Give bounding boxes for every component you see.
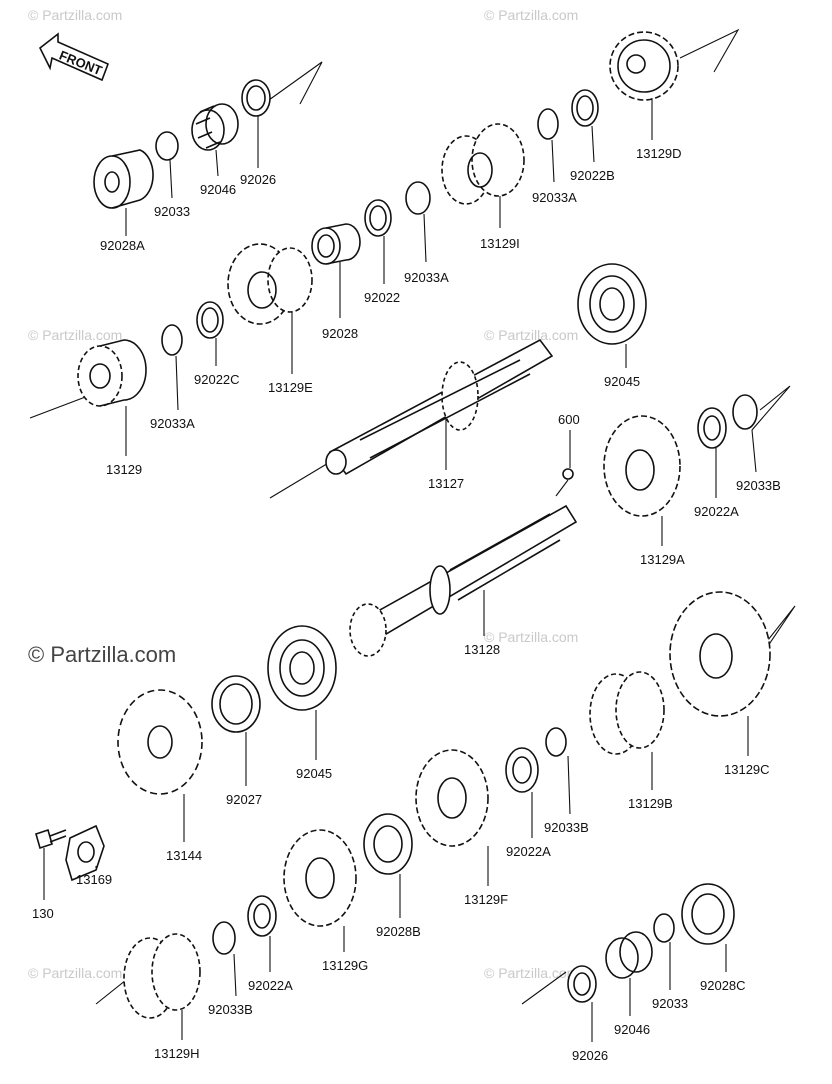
watermark-large: © Partzilla.com <box>28 642 176 667</box>
part-label-13129C[interactable]: 13129C <box>724 762 770 777</box>
washer-part[interactable] <box>196 301 224 339</box>
gear-part[interactable] <box>77 339 147 407</box>
gear-part[interactable] <box>603 415 681 517</box>
part-label-130[interactable]: 130 <box>32 906 54 921</box>
front-arrow-icon: FRONT <box>38 32 110 82</box>
part-label-13169[interactable]: 13169 <box>76 872 112 887</box>
washer-part[interactable] <box>505 747 539 793</box>
assembly-guide-lines <box>29 28 796 1005</box>
part-label-92045[interactable]: 92045 <box>604 374 640 389</box>
circlip-part[interactable] <box>537 108 559 140</box>
part-label-92022[interactable]: 92022 <box>364 290 400 305</box>
bushing-part[interactable] <box>363 813 413 875</box>
part-label-92022A[interactable]: 92022A <box>248 978 293 993</box>
collar-part[interactable] <box>211 675 261 733</box>
circlip-part[interactable] <box>732 394 758 430</box>
watermark: © Partzilla.com <box>28 965 122 981</box>
gear-part[interactable] <box>123 933 201 1019</box>
needle-bearing-part[interactable] <box>191 103 239 151</box>
part-label-92026[interactable]: 92026 <box>240 172 276 187</box>
circlip-part[interactable] <box>161 324 183 356</box>
lock-plate-part[interactable] <box>65 824 105 882</box>
circlip-part[interactable] <box>212 921 236 955</box>
part-label-92022A[interactable]: 92022A <box>506 844 551 859</box>
washer-part[interactable] <box>247 895 277 937</box>
part-label-92046[interactable]: 92046 <box>614 1022 650 1037</box>
part-label-92022C[interactable]: 92022C <box>194 372 240 387</box>
ball-bearing-part[interactable] <box>577 263 647 345</box>
part-label-13129B[interactable]: 13129B <box>628 796 673 811</box>
circlip-part[interactable] <box>155 131 179 161</box>
bushing-part[interactable] <box>311 223 361 265</box>
part-label-92045[interactable]: 92045 <box>296 766 332 781</box>
watermark: © Partzilla.com <box>484 327 578 343</box>
watermark: © Partzilla.com <box>484 7 578 23</box>
part-label-13127[interactable]: 13127 <box>428 476 464 491</box>
part-label-92046[interactable]: 92046 <box>200 182 236 197</box>
part-label-92028B[interactable]: 92028B <box>376 924 421 939</box>
bolt-part[interactable] <box>35 828 67 850</box>
part-label-13129G[interactable]: 13129G <box>322 958 368 973</box>
part-label-13129H[interactable]: 13129H <box>154 1046 200 1061</box>
collar-part[interactable] <box>93 149 154 209</box>
circlip-part[interactable] <box>653 913 675 943</box>
leader-lines <box>43 98 757 1042</box>
gear-part[interactable] <box>415 749 489 847</box>
part-label-92033B[interactable]: 92033B <box>736 478 781 493</box>
watermark: © Partzilla.com <box>28 7 122 23</box>
washer-part[interactable] <box>697 407 727 449</box>
part-label-13129F[interactable]: 13129F <box>464 892 508 907</box>
watermark: © Partzilla.com <box>484 629 578 645</box>
gear-part[interactable] <box>227 243 313 325</box>
counter-shaft-part[interactable] <box>349 504 578 657</box>
watermark: © Partzilla.com <box>28 327 122 343</box>
part-label-13144[interactable]: 13144 <box>166 848 202 863</box>
gear-part[interactable] <box>669 591 771 717</box>
part-label-92022B[interactable]: 92022B <box>570 168 615 183</box>
part-label-13129D[interactable]: 13129D <box>636 146 682 161</box>
part-label-92022A[interactable]: 92022A <box>694 504 739 519</box>
gear-part[interactable] <box>283 829 357 927</box>
part-label-600[interactable]: 600 <box>558 412 580 427</box>
part-label-13129I[interactable]: 13129I <box>480 236 520 251</box>
part-label-92033[interactable]: 92033 <box>154 204 190 219</box>
part-label-92033A[interactable]: 92033A <box>532 190 577 205</box>
part-label-13129E[interactable]: 13129E <box>268 380 313 395</box>
sprocket-part[interactable] <box>117 689 203 795</box>
part-label-92033A[interactable]: 92033A <box>150 416 195 431</box>
gear-part[interactable] <box>609 31 679 101</box>
washer-part[interactable] <box>567 965 597 1003</box>
watermark: © Partzilla.com <box>484 965 578 981</box>
ball-bearing-part[interactable] <box>267 625 337 711</box>
gear-part[interactable] <box>441 123 525 205</box>
part-label-13129[interactable]: 13129 <box>106 462 142 477</box>
washer-part[interactable] <box>571 89 599 127</box>
part-label-92026[interactable]: 92026 <box>572 1048 608 1063</box>
part-label-92033B[interactable]: 92033B <box>208 1002 253 1017</box>
part-label-92027[interactable]: 92027 <box>226 792 262 807</box>
part-label-92033A[interactable]: 92033A <box>404 270 449 285</box>
part-label-92028A[interactable]: 92028A <box>100 238 145 253</box>
washer-part[interactable] <box>241 79 271 117</box>
part-label-13129A[interactable]: 13129A <box>640 552 685 567</box>
part-label-92033[interactable]: 92033 <box>652 996 688 1011</box>
part-label-13128[interactable]: 13128 <box>464 642 500 657</box>
part-label-92028C[interactable]: 92028C <box>700 978 746 993</box>
collar-part[interactable] <box>681 883 735 945</box>
main-shaft-part[interactable] <box>325 338 554 476</box>
part-label-92028[interactable]: 92028 <box>322 326 358 341</box>
washer-part[interactable] <box>364 199 392 237</box>
circlip-part[interactable] <box>545 727 567 757</box>
circlip-part[interactable] <box>405 181 431 215</box>
part-label-92033B[interactable]: 92033B <box>544 820 589 835</box>
ball-part[interactable] <box>562 468 574 480</box>
gear-part[interactable] <box>589 671 665 755</box>
needle-bearing-part[interactable] <box>605 931 653 979</box>
part-labels: 92028A 92033 92046 92026 13129D 92022B 9… <box>32 146 781 1063</box>
